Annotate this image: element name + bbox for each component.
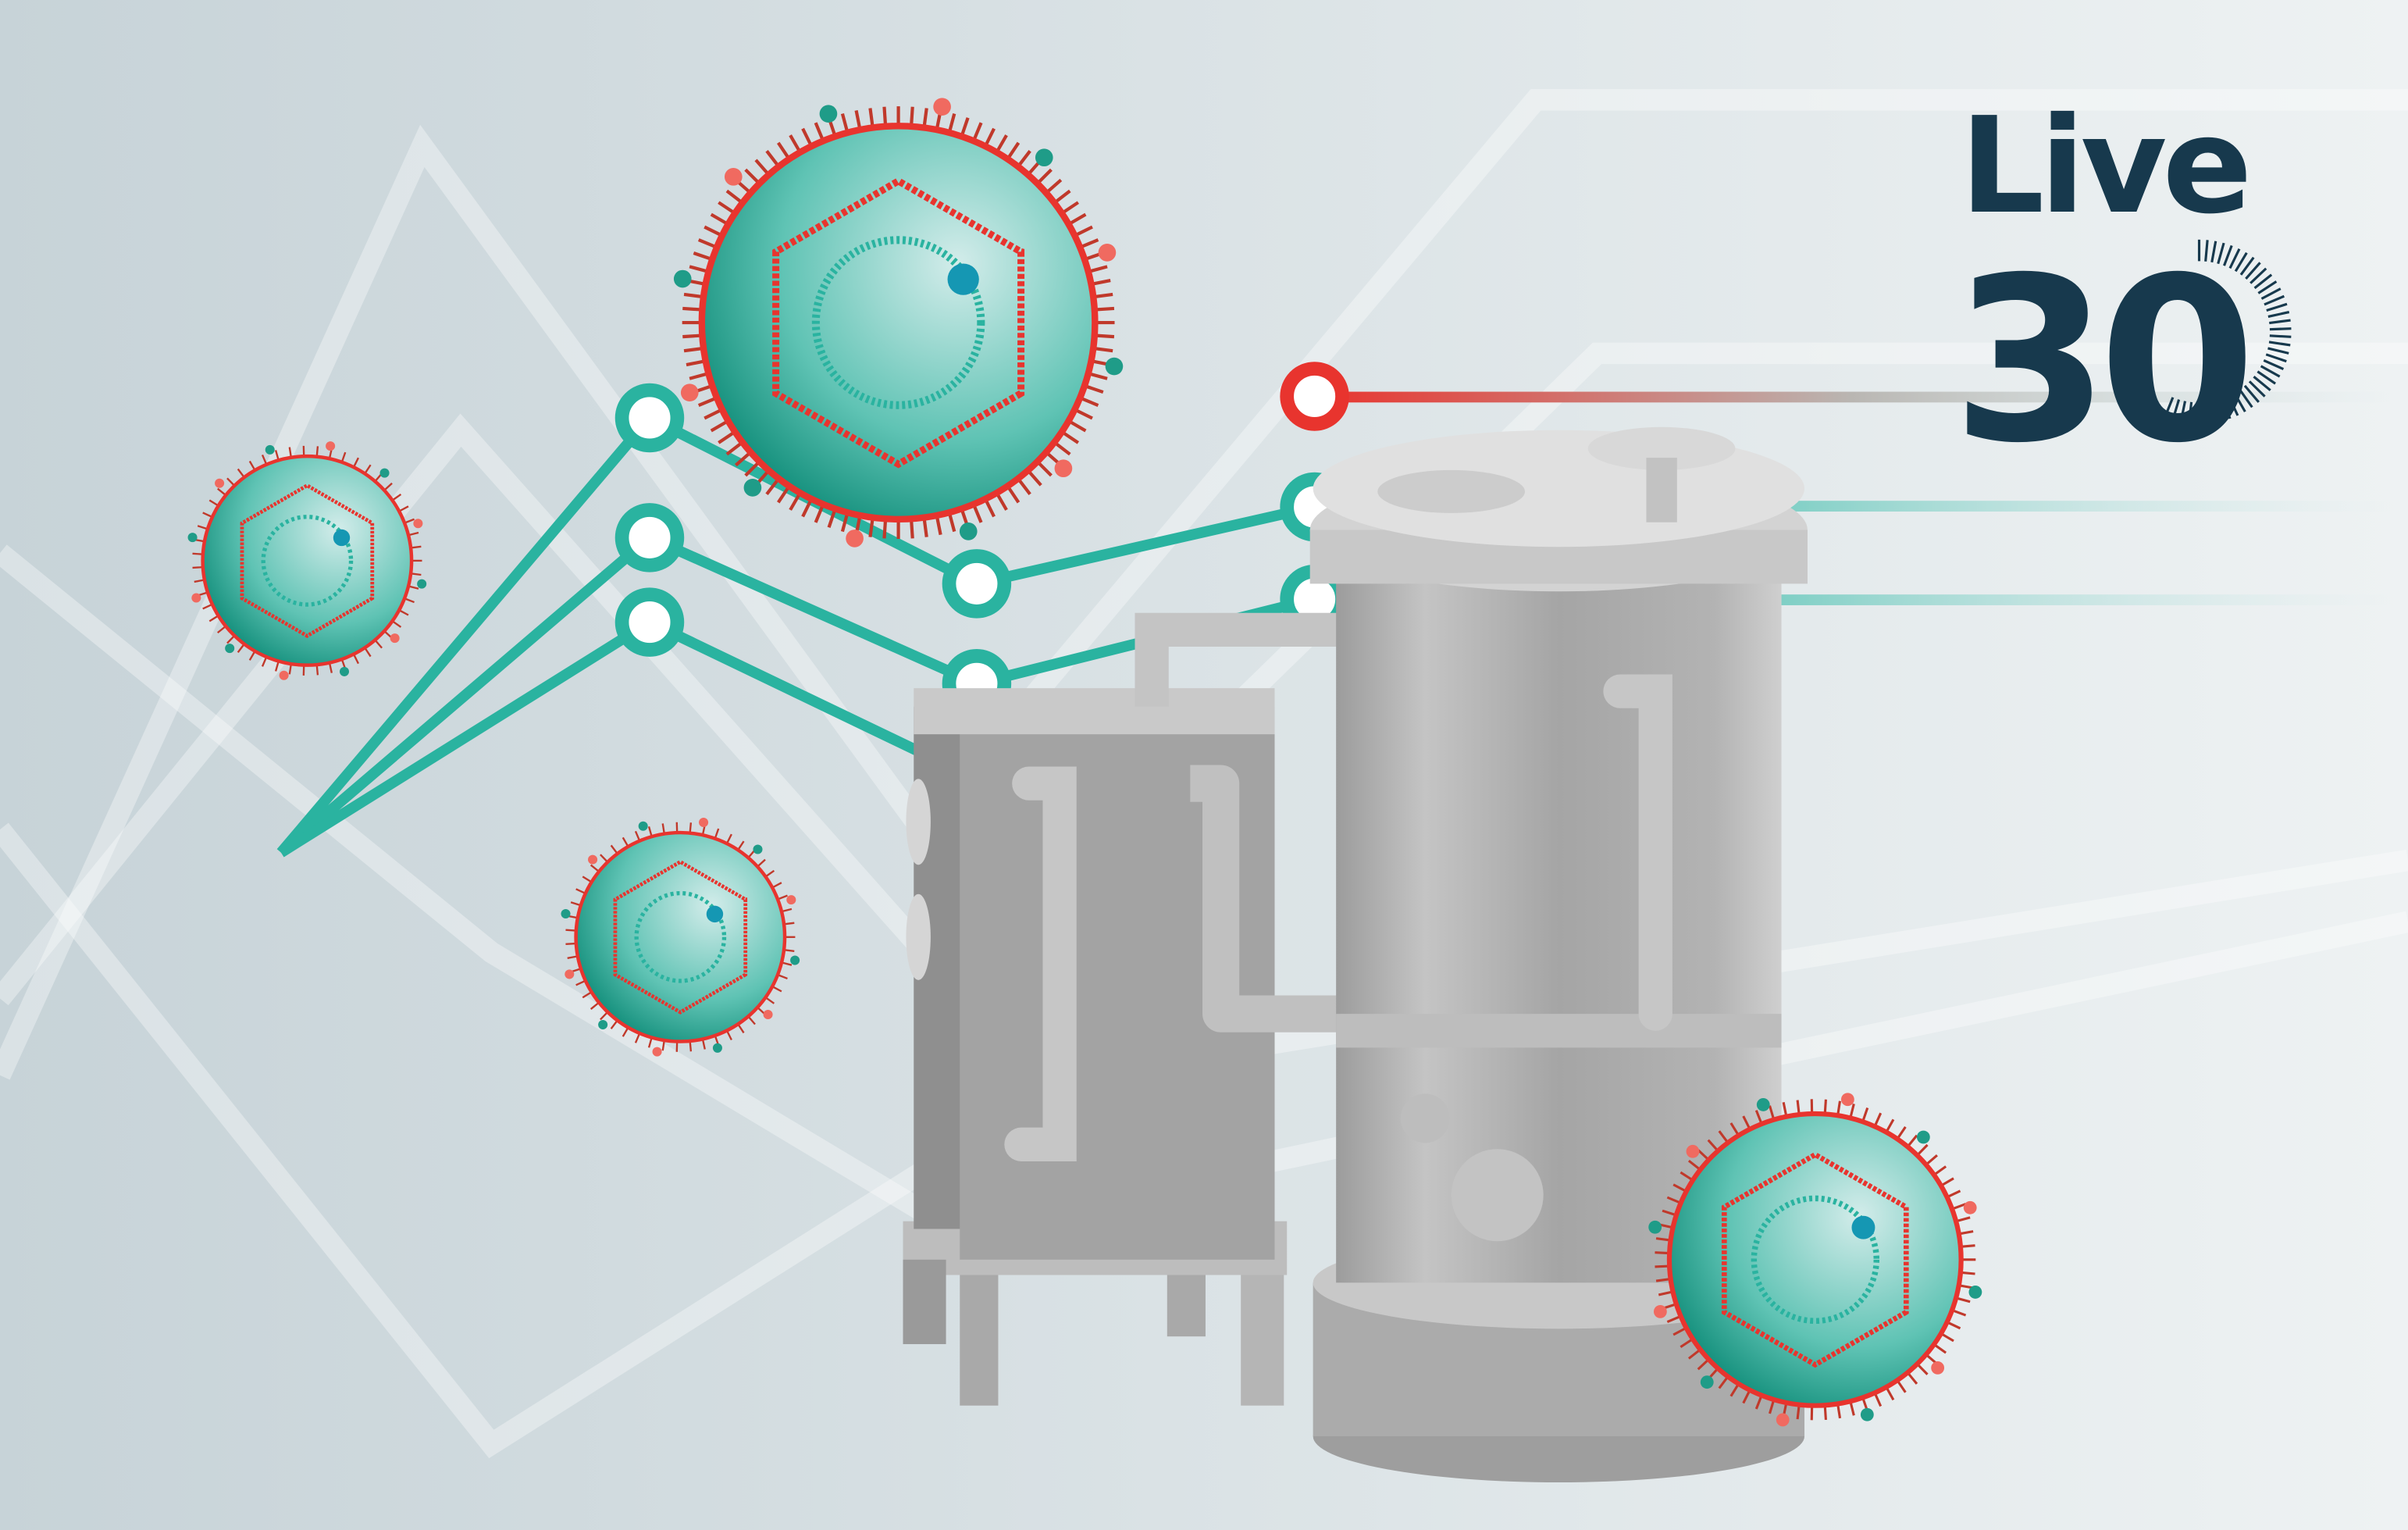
logo-tick — [2223, 244, 2233, 266]
red-trend-line — [1314, 391, 2390, 403]
logo-tick — [2248, 380, 2266, 398]
logo-tick — [2268, 341, 2291, 347]
virus-icon — [187, 441, 427, 680]
logo-tick — [2221, 398, 2232, 419]
logo-tick — [2233, 392, 2246, 412]
graph-node — [614, 383, 685, 453]
viruses — [187, 98, 1982, 1427]
logo-tick — [2257, 370, 2276, 385]
logo-tick — [2164, 397, 2175, 418]
logo-tick — [2209, 401, 2215, 423]
logo-tick — [2267, 347, 2289, 355]
logo-tick — [2171, 399, 2181, 421]
logo-tick — [2269, 319, 2291, 325]
graph-node-red — [1280, 362, 1349, 431]
logo-tick — [2215, 400, 2224, 422]
logo-tick — [2196, 402, 2200, 424]
logo-tick — [2179, 401, 2187, 423]
capsid-hexagon — [613, 859, 748, 1015]
logo-tick — [2249, 267, 2267, 284]
logo-tick — [2234, 251, 2248, 273]
logo-tick — [2239, 256, 2255, 276]
virus-icon — [673, 98, 1124, 547]
logo-text-30: 30 — [1952, 230, 2257, 493]
graph-nodes — [614, 383, 1349, 719]
logo-tick — [2217, 242, 2225, 265]
capsid-hexagon — [772, 177, 1025, 469]
dna-ring-icon — [261, 515, 354, 607]
dna-ring-icon — [634, 890, 727, 983]
logo-tick — [2253, 376, 2271, 391]
dna-ring-icon — [1751, 1195, 1880, 1325]
logo-tick — [2269, 334, 2292, 338]
logo-tick — [2243, 384, 2260, 403]
virus-icon — [561, 817, 800, 1057]
logo-tick — [2187, 401, 2193, 424]
logo-tick — [2267, 311, 2290, 318]
logo-tick — [2228, 248, 2241, 269]
logo-tick — [2204, 240, 2209, 262]
graph-node — [614, 587, 685, 657]
teal-trend-line — [1781, 501, 2396, 512]
logo-tick — [2210, 241, 2217, 263]
capsid-hexagon — [240, 483, 375, 638]
logo-tick — [2266, 302, 2288, 312]
logo-tick — [2203, 401, 2207, 424]
graph-node — [614, 503, 685, 572]
logo-tick — [2227, 395, 2239, 416]
logo-tick — [2253, 273, 2273, 290]
logo-tick — [2264, 294, 2285, 306]
logo-tick — [2245, 262, 2261, 280]
dna-ring-icon — [811, 236, 985, 409]
virus-icon — [1648, 1093, 1982, 1427]
logo-tick — [2239, 388, 2253, 408]
teal-trend-line — [1781, 594, 2396, 605]
logo-tick — [2263, 358, 2285, 370]
logo-text-live: Live — [1960, 89, 2253, 244]
logo-tick — [2265, 353, 2287, 363]
logo-tick — [2260, 365, 2281, 378]
logo-tick-ring — [2164, 239, 2292, 424]
logo-tick — [2257, 280, 2278, 294]
logo-tick — [2269, 327, 2292, 331]
logo-tick — [2260, 287, 2282, 300]
industrial-tank-icon — [903, 426, 1808, 1483]
capsid-hexagon — [1721, 1151, 1909, 1368]
graph-node — [942, 549, 1012, 619]
